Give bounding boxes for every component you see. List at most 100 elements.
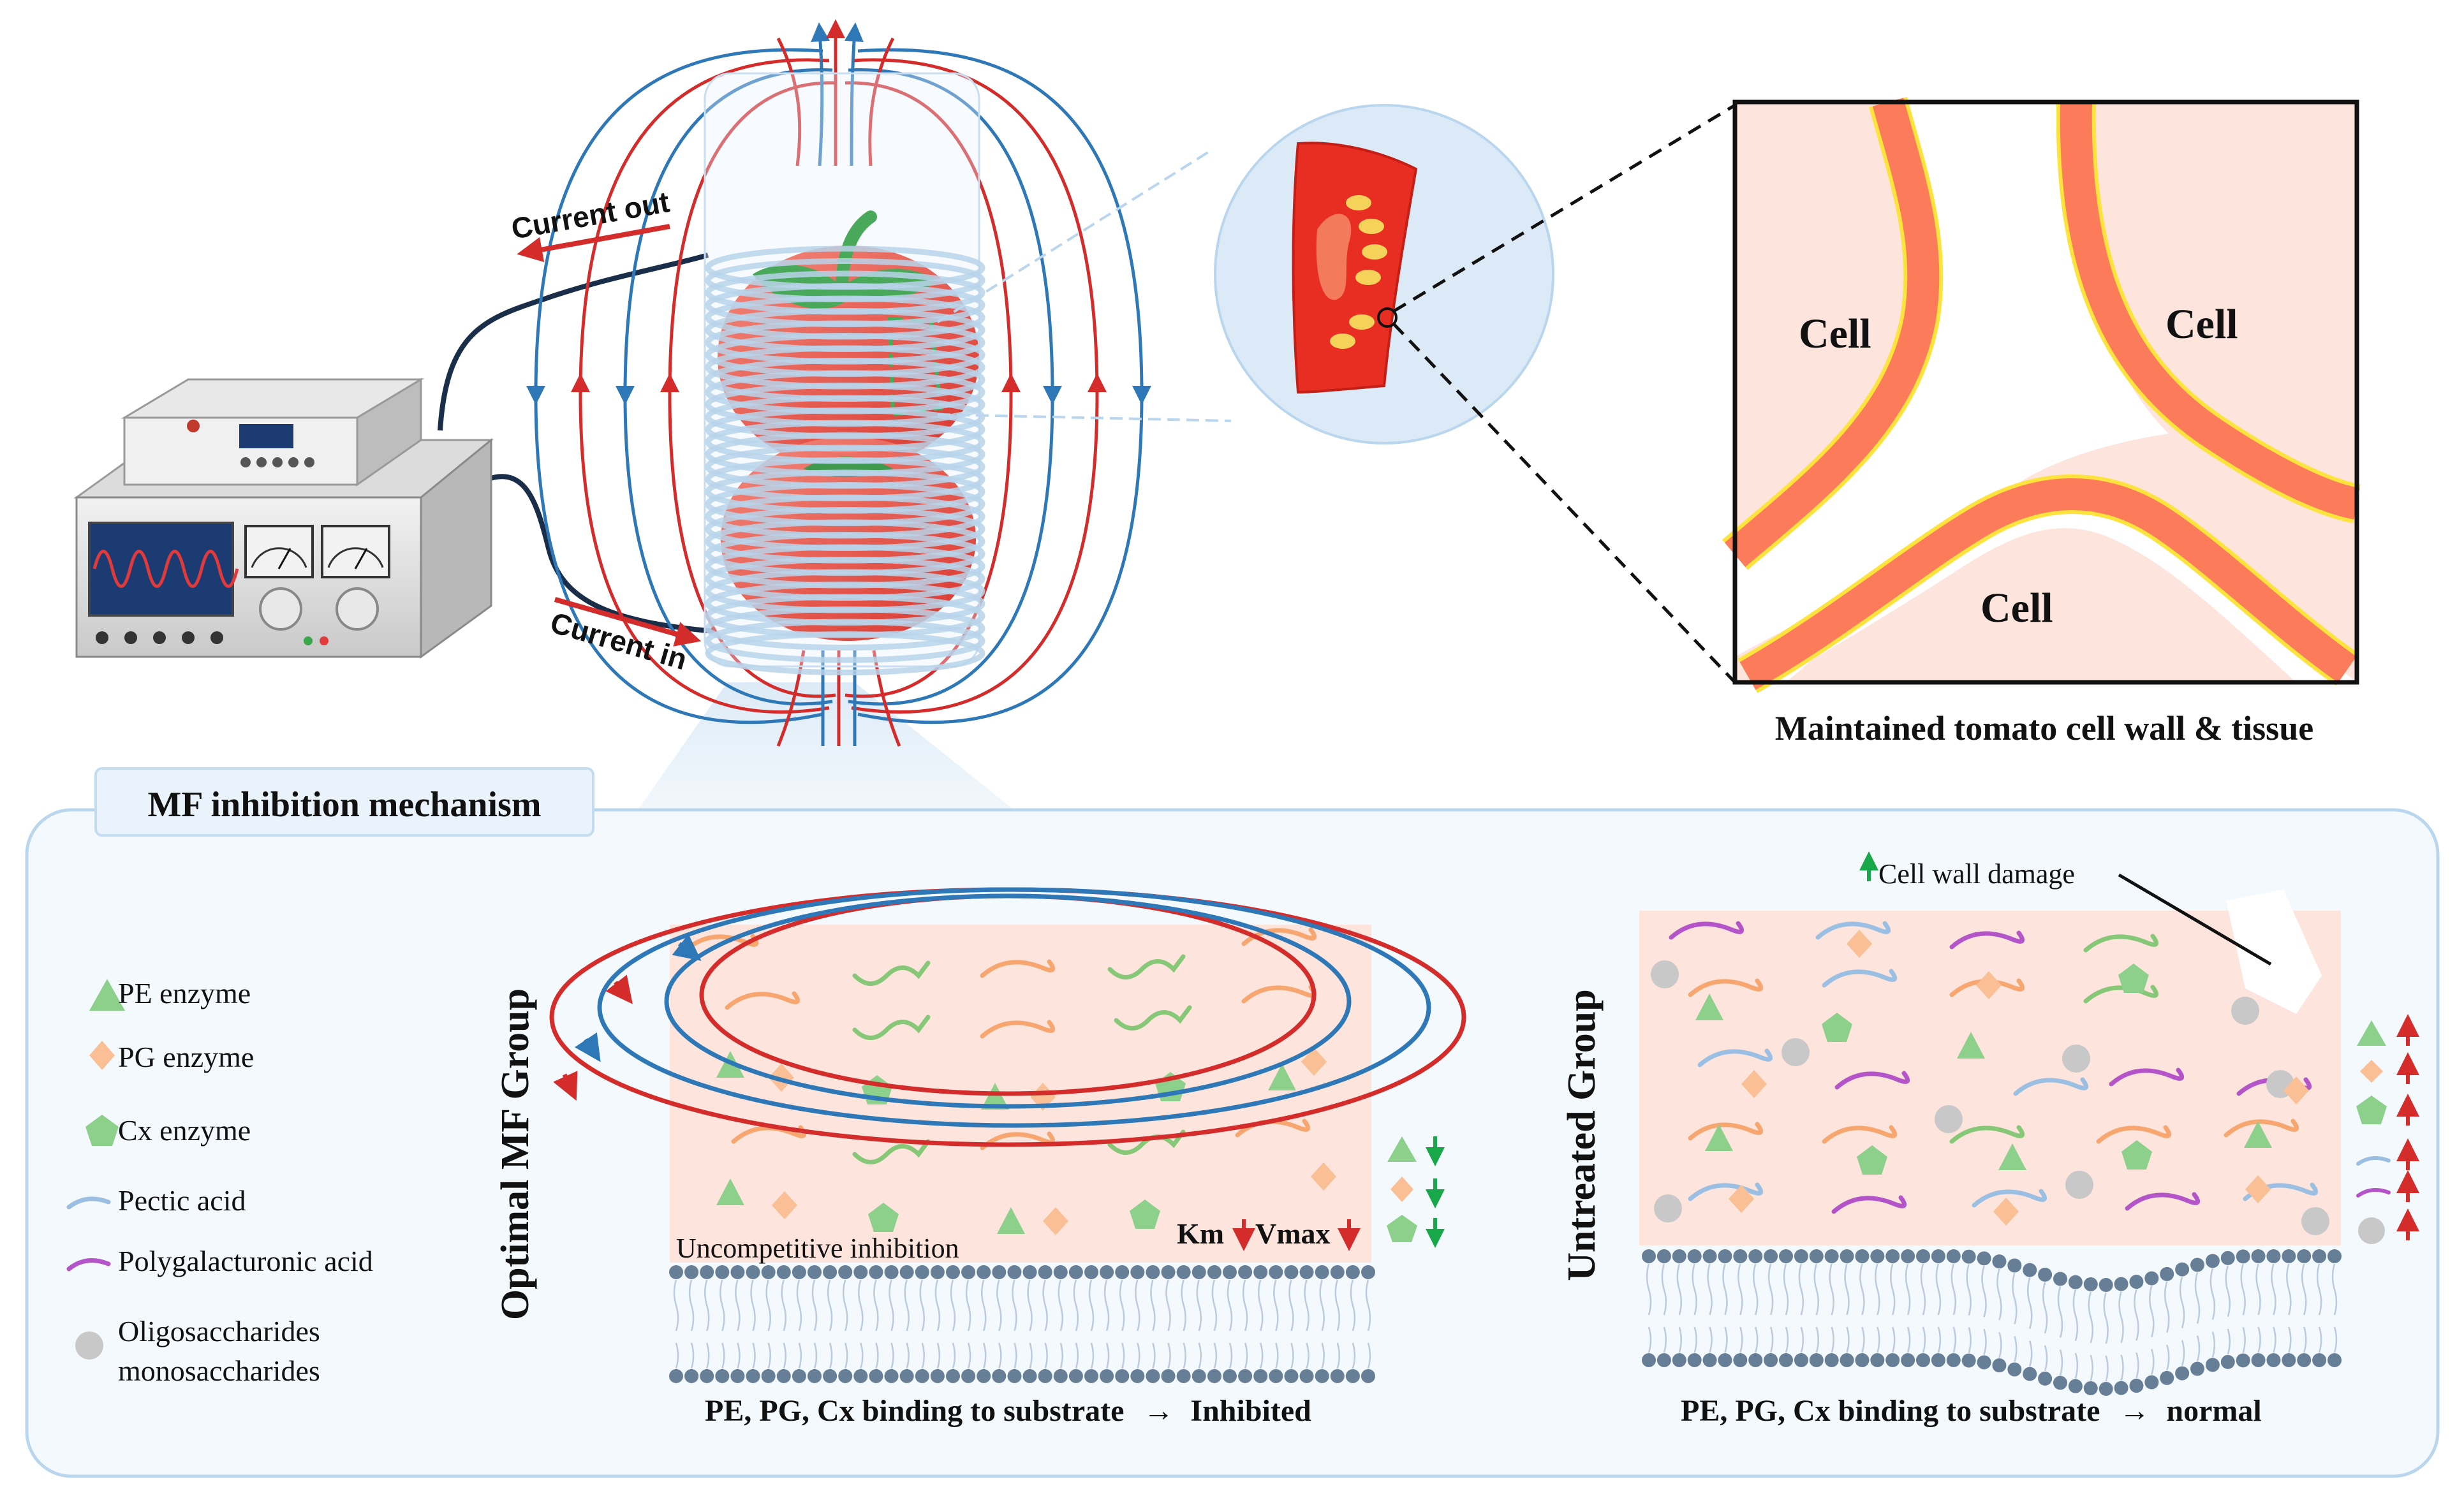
field-arrow-icon	[672, 934, 702, 961]
lipid-head	[792, 1369, 806, 1383]
cx-enzyme-icon	[2118, 964, 2149, 993]
legend-label-pg: PG enzyme	[118, 1041, 254, 1073]
lipid-tail	[1304, 1279, 1309, 1331]
lipid-head	[1038, 1265, 1052, 1279]
pg-enzyme-icon	[1976, 971, 2002, 999]
substrate-curve	[980, 1020, 1056, 1039]
legend-label-pe: PE enzyme	[118, 977, 251, 1009]
field-ring-blue-outer	[597, 887, 1431, 1128]
lipid-tail	[1800, 1326, 1804, 1353]
pe-indicator-icon	[2357, 1020, 2386, 1046]
lipid-tail	[767, 1342, 771, 1369]
lipid-head	[1176, 1369, 1191, 1383]
pe-enzyme-icon	[1705, 1124, 1733, 1151]
lipid-tail	[1336, 1342, 1341, 1369]
lipid-head	[1809, 1249, 1824, 1263]
controller-button	[256, 457, 267, 467]
substrate-curve	[1114, 1005, 1192, 1031]
lipid-head	[1161, 1369, 1176, 1383]
tomato-slice	[1292, 142, 1418, 394]
lipid-head	[2053, 1272, 2067, 1286]
lipid-head	[1946, 1249, 1961, 1263]
lipid-tail	[1907, 1326, 1911, 1353]
field-line-red	[872, 650, 901, 747]
jack-5	[210, 631, 223, 644]
legend-label-pectic: Pectic acid	[118, 1184, 246, 1217]
lipid-head	[1992, 1254, 2007, 1269]
substrate-curve	[1697, 1048, 1773, 1067]
mechanism-panel: MF inhibition mechanism PE enzyme PG enz…	[25, 682, 2440, 1478]
lipid-tail	[796, 1279, 802, 1331]
lipid-head	[2205, 1358, 2220, 1372]
lipid-tail	[1752, 1263, 1759, 1316]
lipid-head	[1315, 1265, 1329, 1279]
pe-enzyme-icon	[997, 1207, 1025, 1234]
current-in-arrow	[554, 597, 702, 647]
lipid-head	[1931, 1249, 1945, 1263]
pg-enzyme-icon	[2283, 1076, 2309, 1104]
lipid-tail	[1937, 1326, 1942, 1353]
lipid-tail	[1227, 1279, 1233, 1331]
lipid-tail	[2103, 1292, 2109, 1344]
lipid-head	[1207, 1369, 1221, 1383]
lipid-tail	[952, 1342, 956, 1369]
lipid-tail	[1889, 1263, 1896, 1316]
substrate-curve	[852, 1015, 931, 1040]
lipid-tail	[1798, 1263, 1804, 1316]
pg-enzyme-icon	[1043, 1207, 1068, 1235]
lipid-tail	[1319, 1279, 1325, 1331]
lipid-tail	[2331, 1263, 2338, 1316]
lipid-head	[1130, 1369, 1145, 1383]
cx-enzyme-icon	[1130, 1199, 1160, 1229]
lipid-tail	[2271, 1263, 2276, 1316]
untreated-caption: PE, PG, Cx binding to substrate → normal	[1681, 1394, 2262, 1428]
untreated-caption-text: PE, PG, Cx binding to substrate	[1681, 1394, 2100, 1428]
oligosaccharide-icon	[1782, 1038, 1810, 1066]
substrate-curve	[2013, 1077, 2089, 1096]
lipid-head	[1191, 1369, 1206, 1383]
lipid-tail	[1042, 1279, 1048, 1331]
lipid-head	[961, 1265, 976, 1279]
controller-button	[272, 457, 283, 467]
lipid-tail	[1103, 1279, 1110, 1331]
lipid-head	[1068, 1369, 1083, 1383]
controller-button	[240, 457, 251, 467]
lipid-tail	[1367, 1342, 1371, 1369]
pg-enzyme-icon	[1729, 1185, 1754, 1213]
lipid-tail	[1831, 1326, 1834, 1353]
lipid-head	[1269, 1265, 1283, 1279]
lipid-head	[2160, 1266, 2174, 1281]
cable-in	[474, 474, 715, 634]
field-arrow-icon	[605, 974, 633, 1004]
lipid-tail	[1935, 1263, 1942, 1316]
lipid-tail	[1661, 1263, 1667, 1316]
lipid-tail	[875, 1342, 879, 1369]
lipid-tail	[1029, 1342, 1033, 1369]
lipid-head	[2190, 1258, 2204, 1272]
seed	[1346, 195, 1371, 210]
lipid-tail	[1257, 1279, 1264, 1331]
lipid-head	[776, 1265, 791, 1279]
lipid-head	[1130, 1265, 1145, 1279]
lipid-head	[1656, 1353, 1671, 1367]
magnetic-field-lines	[526, 19, 1151, 747]
lipid-head	[715, 1265, 730, 1279]
lipid-head	[746, 1265, 760, 1279]
lipid-tail	[1211, 1279, 1218, 1331]
lipid-head	[1038, 1369, 1052, 1383]
cell-label-left: Cell	[1799, 311, 1871, 357]
current-out-arrow	[517, 224, 670, 263]
lipid-head	[899, 1369, 914, 1383]
lipid-tail	[1090, 1342, 1095, 1369]
substrate-curve	[1949, 978, 2025, 997]
lipid-head	[669, 1265, 683, 1279]
lipid-tail	[2026, 1277, 2033, 1330]
lipid-tail	[1983, 1329, 1987, 1355]
meter-right-needle	[327, 547, 384, 568]
zoom-line-top	[1392, 103, 1736, 313]
lipid-tail	[690, 1342, 695, 1369]
pe-enzyme-icon	[1998, 1143, 2026, 1170]
lipid-tail	[2194, 1272, 2201, 1324]
lipid-head	[2114, 1381, 2128, 1395]
cell-zoom-frame	[1732, 99, 2359, 685]
